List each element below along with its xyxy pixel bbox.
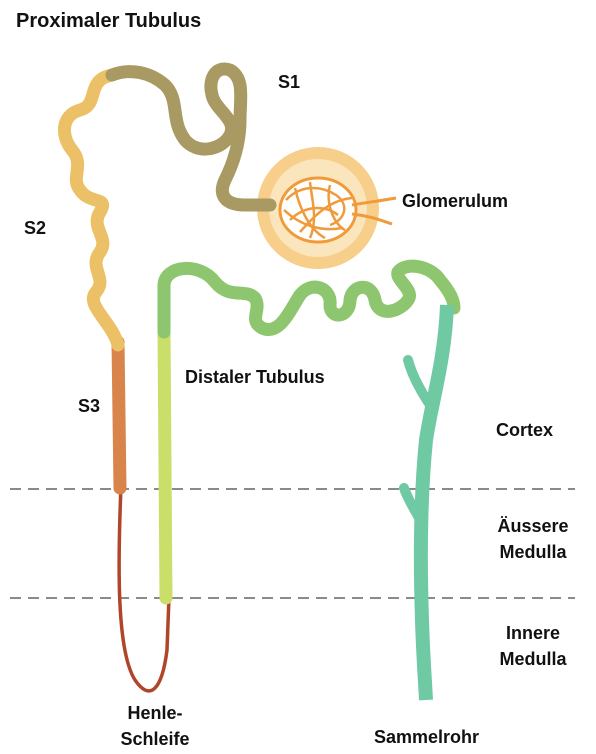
proximal-tubule-s3 xyxy=(118,342,120,488)
outer-medulla-line1: Äussere xyxy=(478,513,588,539)
collecting-duct-label: Sammelrohr xyxy=(374,727,479,748)
cortex-label: Cortex xyxy=(496,420,553,441)
s2-label: S2 xyxy=(24,218,46,239)
glomerulus-label: Glomerulum xyxy=(402,191,508,212)
proximal-tubule-s1 xyxy=(112,69,270,205)
inner-medulla-label: Innere Medulla xyxy=(478,620,588,672)
s3-label: S3 xyxy=(78,396,100,417)
thick-ascending-limb xyxy=(164,330,166,598)
outer-medulla-line2: Medulla xyxy=(478,539,588,565)
loop-of-henle-label: Henle- Schleife xyxy=(100,700,210,752)
inner-medulla-line2: Medulla xyxy=(478,646,588,672)
collecting-duct-trunk xyxy=(421,305,447,700)
distal-tubule xyxy=(164,266,454,332)
loop-line2: Schleife xyxy=(100,726,210,752)
distal-tubule-label: Distaler Tubulus xyxy=(185,367,325,388)
proximal-tubule-label: Proximaler Tubulus xyxy=(16,10,201,33)
proximal-tubule-s2 xyxy=(64,75,118,345)
s1-label: S1 xyxy=(278,72,300,93)
loop-line1: Henle- xyxy=(100,700,210,726)
outer-medulla-label: Äussere Medulla xyxy=(478,513,588,565)
collecting-duct-branch-upper xyxy=(408,360,430,405)
inner-medulla-line1: Innere xyxy=(478,620,588,646)
